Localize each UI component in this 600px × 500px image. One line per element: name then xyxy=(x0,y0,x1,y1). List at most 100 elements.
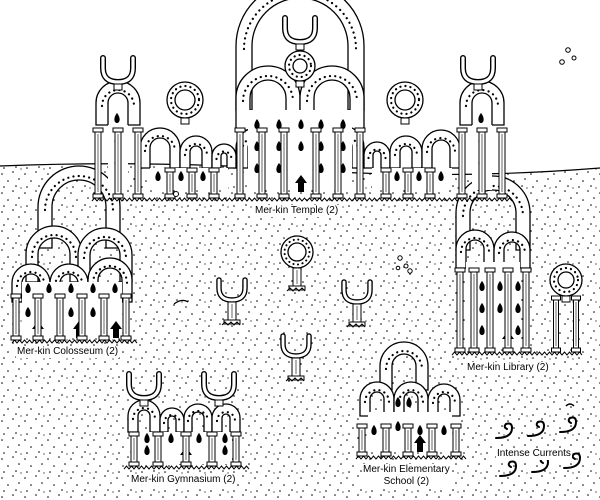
column xyxy=(502,267,514,353)
arch-band xyxy=(459,80,505,126)
column xyxy=(208,167,220,199)
school-label-line1: Mer-kin Elementary xyxy=(363,464,450,475)
shell-mark xyxy=(155,171,161,181)
arch-band xyxy=(493,231,531,269)
arch-dots xyxy=(100,88,136,108)
shell-mark xyxy=(479,303,485,313)
shell-mark xyxy=(395,397,401,407)
column xyxy=(468,267,480,353)
shell-mark xyxy=(394,171,400,181)
arch-dots xyxy=(241,74,295,103)
door-arrow xyxy=(295,175,307,192)
arch-dots xyxy=(461,184,525,218)
shell-mark xyxy=(196,433,202,443)
arch-band xyxy=(139,127,181,169)
arch-dots xyxy=(459,236,491,254)
arch-dots xyxy=(305,74,359,103)
shell-mark xyxy=(515,325,521,335)
shell-mark xyxy=(222,445,228,455)
column xyxy=(454,267,466,353)
column xyxy=(278,127,290,199)
column xyxy=(456,127,468,199)
school-label-line2: School (2) xyxy=(383,476,430,487)
ring-ornament xyxy=(386,81,424,125)
shell-mark xyxy=(25,283,31,293)
colosseum-label[interactable]: Mer-kin Colosseum (2) xyxy=(16,346,120,358)
rubble xyxy=(451,351,583,356)
bubble xyxy=(395,265,401,271)
shell-mark xyxy=(254,119,260,129)
shell-mark xyxy=(144,433,150,443)
shell-mark xyxy=(276,141,282,151)
shell-mark xyxy=(46,283,52,293)
column xyxy=(332,127,344,199)
shell-mark xyxy=(68,283,74,293)
arch-dots xyxy=(162,413,182,425)
shell-mark xyxy=(276,163,282,173)
bubble xyxy=(559,59,565,65)
column xyxy=(380,167,392,199)
arch-dots xyxy=(425,136,457,154)
column xyxy=(310,127,322,199)
column xyxy=(356,423,368,457)
column xyxy=(424,167,436,199)
arch-dots xyxy=(53,270,85,288)
shell-mark xyxy=(416,171,422,181)
shell-mark xyxy=(340,119,346,129)
shell-mark xyxy=(90,283,96,293)
bubble xyxy=(565,47,571,53)
shell-mark xyxy=(340,141,346,151)
column xyxy=(32,293,44,341)
ring-ornament xyxy=(284,50,316,88)
column xyxy=(186,167,198,199)
arch-band xyxy=(421,129,461,169)
column xyxy=(112,127,124,199)
column xyxy=(76,293,88,341)
shell-mark xyxy=(254,163,260,173)
school-label[interactable]: Mer-kin Elementary School (2) xyxy=(362,464,451,488)
shell-mark xyxy=(144,445,150,455)
rubble xyxy=(11,339,138,344)
temple-label[interactable]: Mer-kin Temple (2) xyxy=(254,205,340,217)
shell-mark xyxy=(340,163,346,173)
shell-mark xyxy=(395,421,401,431)
ring-ornament xyxy=(549,263,583,303)
shell-mark xyxy=(222,433,228,443)
fork-ornament xyxy=(460,55,496,91)
column xyxy=(92,127,104,199)
arch-band xyxy=(95,80,141,126)
fork-ornament xyxy=(201,371,237,407)
shell-mark xyxy=(479,281,485,291)
decorations xyxy=(173,47,582,477)
arch-dots xyxy=(497,238,527,255)
gymnasium-label[interactable]: Mer-kin Gymnasium (2) xyxy=(130,474,237,486)
current-swirl xyxy=(527,420,546,437)
shell-mark xyxy=(200,171,206,181)
shell-mark xyxy=(178,171,184,181)
column xyxy=(128,431,140,467)
current-swirl xyxy=(559,416,578,433)
column xyxy=(380,423,392,457)
shell-mark xyxy=(114,113,120,123)
rubble xyxy=(355,455,467,460)
column xyxy=(426,423,438,457)
shell-mark xyxy=(417,425,423,435)
column xyxy=(484,267,496,353)
statue xyxy=(280,235,314,292)
arch-dots xyxy=(143,134,177,153)
current-curl xyxy=(173,299,189,305)
currents-label[interactable]: Intense Currents xyxy=(496,448,572,460)
column xyxy=(402,167,414,199)
arch-band xyxy=(211,143,237,169)
library-label[interactable]: Mer-kin Library (2) xyxy=(466,362,550,374)
arch-band xyxy=(427,383,461,417)
shell-mark xyxy=(438,171,444,181)
arch-dots xyxy=(15,270,47,288)
shell-mark xyxy=(497,281,503,291)
current-swirl xyxy=(563,452,582,469)
fork-ornament xyxy=(100,55,136,91)
shell-mark xyxy=(441,425,447,435)
column xyxy=(402,423,414,457)
fork-ornament xyxy=(126,371,162,407)
rubble xyxy=(91,197,513,202)
